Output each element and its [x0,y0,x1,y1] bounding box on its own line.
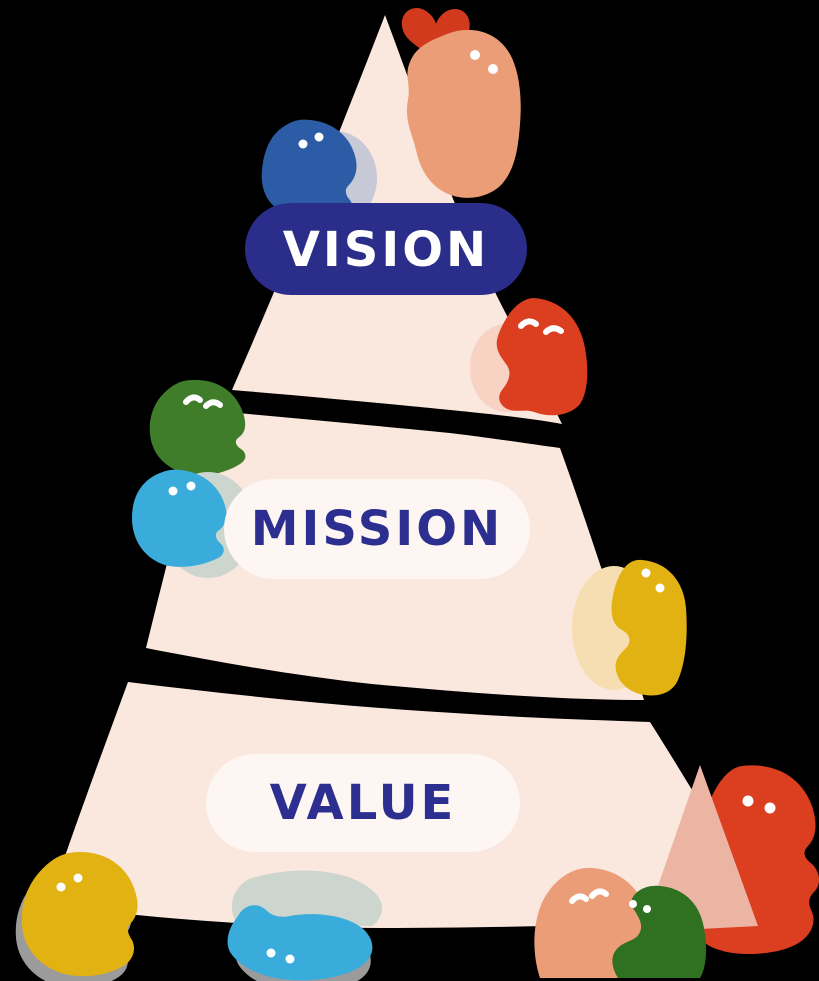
green-bottom-eye-right [643,905,651,913]
yellow-bottom-eye-right [73,873,83,883]
red-bottom-eye-left [742,795,754,807]
value-label: VALUE [270,775,457,831]
cyan-left-blob [132,469,227,567]
green-left-eye-right [203,399,223,409]
mission-pill [224,479,530,579]
value-pill [206,754,520,852]
red-bottom-eye-right [764,802,776,814]
salmon-top-eye-right [488,64,498,74]
cyan-bottom-blob [227,905,373,981]
salmon-bottom-eye-left [569,893,589,904]
mission-label: MISSION [251,501,503,557]
cyan-left-eye-right [186,481,196,491]
red-top-right-eye-right [543,325,564,335]
yellow-right-eye-left [641,568,651,578]
cyan-bottom-backing [231,870,383,926]
green-left-eye-left [183,394,203,405]
blue-blob-eye-right [314,132,324,142]
red-top-right-blob [496,298,588,416]
cyan-bottom-eye-left [266,948,276,958]
yellow-right-eye-right [655,583,665,593]
cyan-left-eye-left [168,486,178,496]
green-left-blob [149,380,246,476]
blue-blob [261,119,357,217]
green-bottom-blob [612,885,707,978]
yellow-bottom-eye-left [56,882,66,892]
cyan-bottom-eye-right [285,954,295,964]
salmon-bottom-eye-right [589,888,609,899]
yellow-bottom-left-blob [21,852,138,977]
vision-pill [245,203,527,295]
red-top-right-eye-left [518,318,539,329]
blue-blob-eye-left [298,139,308,149]
yellow-right-blob [611,559,687,696]
green-bottom-eye-left [629,900,637,908]
salmon-top-eye-left [470,50,480,60]
vision-label: VISION [283,222,489,278]
